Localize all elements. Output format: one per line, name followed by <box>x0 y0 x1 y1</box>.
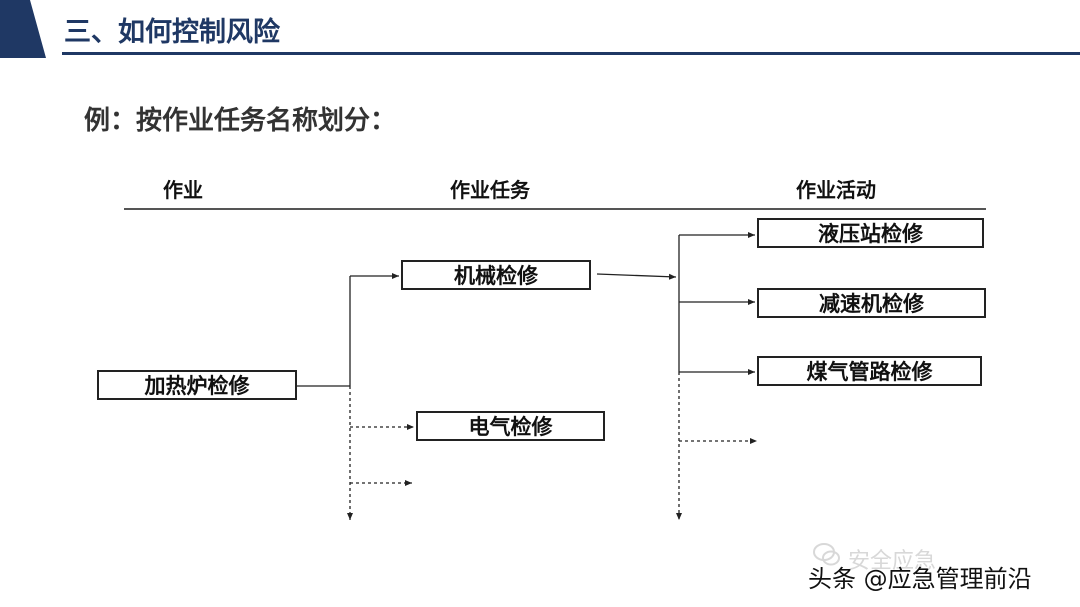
connector-mechanical-out <box>596 273 677 280</box>
title-bar-shape <box>0 0 46 58</box>
node-activity-hydraulic: 液压站检修 <box>757 218 984 248</box>
wechat-icon <box>813 543 840 566</box>
header-rule <box>124 208 986 210</box>
page-title: 三、如何控制风险 <box>64 17 280 48</box>
node-activity-reducer: 减速机检修 <box>757 288 986 318</box>
node-job-furnace-repair: 加热炉检修 <box>97 370 297 400</box>
slide-subtitle: 例：按作业任务名称划分： <box>84 106 397 136</box>
column-header-activity: 作业活动 <box>796 178 876 202</box>
column-header-job: 作业 <box>163 178 203 202</box>
footer-credit: 头条 @应急管理前沿 <box>808 565 1032 593</box>
node-activity-gas-pipe: 煤气管路检修 <box>757 356 982 386</box>
node-task-mechanical: 机械检修 <box>401 260 591 290</box>
column-header-task: 作业任务 <box>450 178 530 202</box>
node-task-electrical: 电气检修 <box>416 411 605 441</box>
watermark-text: 安全应急 <box>848 549 937 574</box>
title-underline <box>62 52 1080 55</box>
